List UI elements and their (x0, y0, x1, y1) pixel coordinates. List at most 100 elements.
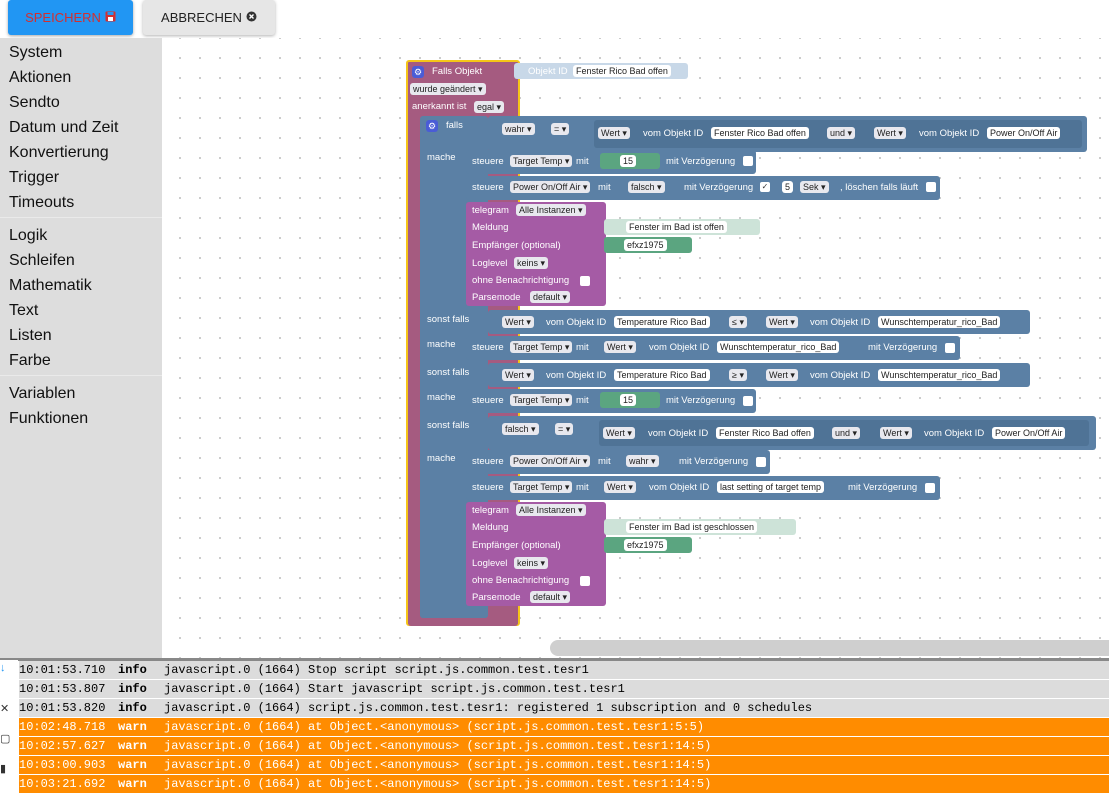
mit-label: mit (598, 182, 611, 193)
log-time: 10:01:53.807 (19, 682, 106, 696)
bool-dropdown[interactable]: falsch ▾ (628, 181, 665, 193)
op-dropdown[interactable]: ≥ ▾ (729, 369, 747, 381)
delay-checkbox[interactable] (756, 457, 766, 467)
category-aktionen[interactable]: Aktionen (9, 69, 72, 86)
object-id-value[interactable]: Fenster Rico Bad offen (573, 65, 671, 77)
loglevel-dropdown[interactable]: keins ▾ (514, 257, 549, 269)
object-id-value[interactable]: Power On/Off Air (992, 427, 1066, 439)
cancel-button[interactable]: ABBRECHEN (143, 0, 275, 35)
delay-checkbox[interactable]: ✓ (760, 182, 770, 192)
gear-icon[interactable]: ⚙ (412, 66, 424, 78)
number-value[interactable]: 15 (620, 394, 637, 406)
object-id-value[interactable]: Power On/Off Air (987, 127, 1061, 139)
object-id-value[interactable]: Wunschtemperatur_rico_Bad (717, 341, 840, 353)
instance-dropdown[interactable]: Alle Instanzen ▾ (516, 204, 586, 216)
category-listen[interactable]: Listen (9, 327, 52, 344)
wert-dropdown[interactable]: Wert ▾ (604, 341, 636, 353)
and-dropdown[interactable]: und ▾ (832, 427, 861, 439)
category-farbe[interactable]: Farbe (9, 352, 51, 369)
category-sendto[interactable]: Sendto (9, 94, 60, 111)
object-id-value[interactable]: Temperature Rico Bad (614, 316, 710, 328)
object-id-value[interactable]: Temperature Rico Bad (614, 369, 710, 381)
control-label: steuere (472, 156, 504, 167)
workspace-scrollbar[interactable] (550, 640, 1109, 656)
ack-dropdown[interactable]: egal ▾ (474, 101, 505, 113)
download-icon[interactable]: ↓ (0, 662, 6, 674)
and-dropdown[interactable]: und ▾ (827, 127, 856, 139)
category-funktionen[interactable]: Funktionen (9, 410, 89, 427)
delete-icon[interactable]: ✕ (0, 703, 10, 715)
bool-dropdown[interactable]: falsch ▾ (502, 423, 539, 435)
wert-dropdown[interactable]: Wert ▾ (502, 369, 534, 381)
target-dropdown[interactable]: Target Temp ▾ (510, 155, 573, 167)
target-dropdown[interactable]: Target Temp ▾ (510, 481, 573, 493)
silent-checkbox[interactable] (580, 276, 590, 286)
delay-value[interactable]: 5 (782, 181, 794, 193)
delay-checkbox[interactable] (743, 396, 753, 406)
object-id-value[interactable]: Wunschtemperatur_rico_Bad (878, 316, 1001, 328)
recipient-label: Empfänger (optional) (472, 540, 561, 551)
elseif-label: sonst falls (427, 367, 470, 378)
wert-dropdown[interactable]: Wert ▾ (766, 316, 798, 328)
op-dropdown[interactable]: = ▾ (555, 423, 574, 435)
bool-dropdown[interactable]: wahr ▾ (502, 123, 535, 135)
object-id-value[interactable]: last setting of target temp (717, 481, 825, 493)
trigger-mode-dropdown[interactable]: wurde geändert ▾ (410, 83, 486, 95)
unit-dropdown[interactable]: Sek ▾ (800, 181, 829, 193)
delay-checkbox[interactable] (945, 343, 955, 353)
then-label: mache (427, 339, 456, 350)
wert-dropdown[interactable]: Wert ▾ (880, 427, 912, 439)
wert-dropdown[interactable]: Wert ▾ (598, 127, 630, 139)
category-variablen[interactable]: Variablen (9, 385, 76, 402)
category-text[interactable]: Text (9, 302, 39, 319)
text-value[interactable]: Fenster im Bad ist offen (626, 221, 727, 233)
wert-dropdown[interactable]: Wert ▾ (603, 427, 635, 439)
target-dropdown[interactable]: Target Temp ▾ (510, 341, 573, 353)
save-button[interactable]: SPEICHERN (8, 0, 133, 35)
category-schleifen[interactable]: Schleifen (9, 252, 75, 269)
clear-checkbox[interactable] (926, 182, 936, 192)
toolbox-separator (0, 217, 162, 218)
delay-checkbox[interactable] (743, 156, 753, 166)
op-dropdown[interactable]: ≤ ▾ (729, 316, 747, 328)
category-system[interactable]: System (9, 44, 63, 61)
category-trigger[interactable]: Trigger (9, 169, 60, 186)
loglevel-dropdown[interactable]: keins ▾ (514, 557, 549, 569)
category-datum-und-zeit[interactable]: Datum und Zeit (9, 119, 119, 136)
text-value[interactable]: efxz1975 (624, 239, 667, 251)
copy-icon[interactable]: ▢ (0, 733, 11, 745)
telegram-block[interactable] (466, 502, 606, 606)
category-konvertierung[interactable]: Konvertierung (9, 144, 109, 161)
target-dropdown[interactable]: Power On/Off Air ▾ (510, 181, 591, 193)
pause-icon[interactable]: ▮ (0, 763, 7, 775)
target-dropdown[interactable]: Power On/Off Air ▾ (510, 455, 591, 467)
parsemode-dropdown[interactable]: default ▾ (530, 591, 571, 603)
blockly-workspace[interactable]: ⚙ Falls Objekt Objekt ID Fenster Rico Ba… (162, 38, 1109, 658)
telegram-block[interactable] (466, 202, 606, 306)
parsemode-dropdown[interactable]: default ▾ (530, 291, 571, 303)
wert-dropdown[interactable]: Wert ▾ (502, 316, 534, 328)
text-value[interactable]: Fenster im Bad ist geschlossen (626, 521, 758, 533)
object-id-value[interactable]: Fenster Rico Bad offen (716, 427, 814, 439)
bool-dropdown[interactable]: wahr ▾ (626, 455, 659, 467)
vom-label: vom Objekt ID (649, 342, 710, 353)
silent-checkbox[interactable] (580, 576, 590, 586)
category-logik[interactable]: Logik (9, 227, 48, 244)
category-mathematik[interactable]: Mathematik (9, 277, 92, 294)
text-value[interactable]: efxz1975 (624, 539, 667, 551)
log-message: javascript.0 (1664) at Object.<anonymous… (164, 777, 712, 791)
op-dropdown[interactable]: = ▾ (551, 123, 570, 135)
wert-dropdown[interactable]: Wert ▾ (766, 369, 798, 381)
target-dropdown[interactable]: Target Temp ▾ (510, 394, 573, 406)
wert-dropdown[interactable]: Wert ▾ (604, 481, 636, 493)
instance-dropdown[interactable]: Alle Instanzen ▾ (516, 504, 586, 516)
object-id-value[interactable]: Fenster Rico Bad offen (711, 127, 809, 139)
object-id-value[interactable]: Wunschtemperatur_rico_Bad (878, 369, 1001, 381)
delay-checkbox[interactable] (925, 483, 935, 493)
wert-dropdown[interactable]: Wert ▾ (874, 127, 906, 139)
log-level: info (118, 663, 147, 677)
gear-icon[interactable]: ⚙ (426, 120, 438, 132)
number-value[interactable]: 15 (620, 155, 637, 167)
category-timeouts[interactable]: Timeouts (9, 194, 75, 211)
object-id-label: Objekt ID (528, 66, 568, 77)
